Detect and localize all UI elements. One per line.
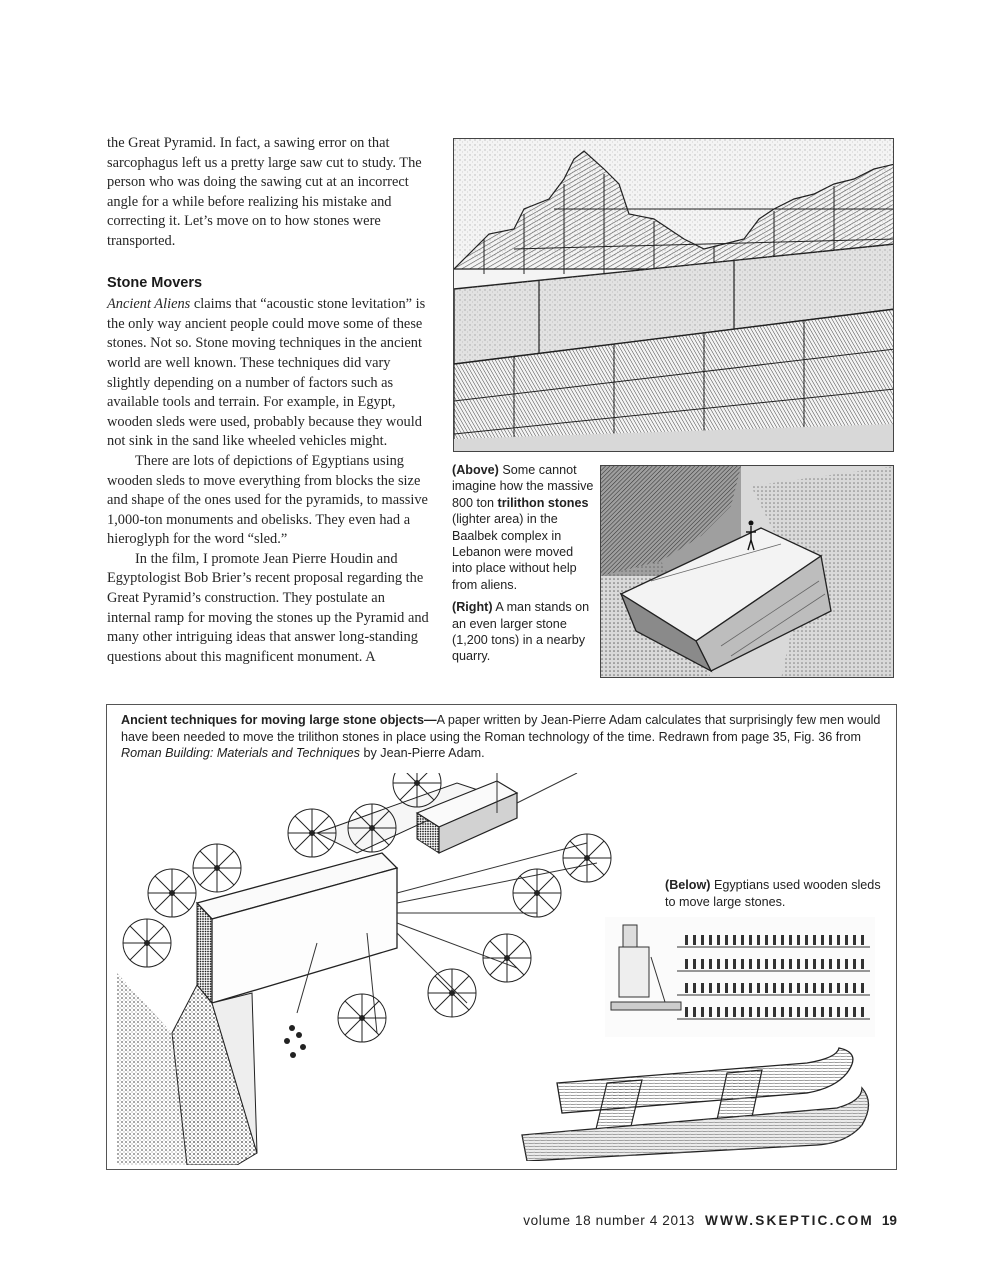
paragraph-stone-movers-text: claims that “acoustic stone levitation” …: [107, 296, 426, 450]
caption-right-label: (Right): [452, 600, 493, 615]
caption-above-text: Some cannot imagine how the massive 800 …: [452, 463, 594, 510]
caption-below: (Below) Egyptians used wooden sleds to m…: [665, 877, 885, 910]
caption-above-bold: trilithon stones: [497, 495, 589, 510]
figure-box-text-end: by Jean-Pierre Adam.: [359, 746, 485, 761]
paragraph-depictions: There are lots of depictions of Egyptian…: [107, 452, 428, 548]
book-title: Roman Building: Materials and Techniques: [121, 746, 360, 761]
wooden-sled-illustration: [517, 1043, 872, 1162]
body-text-column: the Great Pyramid. In fact, a sawing err…: [107, 134, 432, 667]
paragraph-film: In the film, I promote Jean Pierre Houdi…: [107, 550, 429, 665]
page-footer: volume 18 number 4 2013 WWW.SKEPTIC.COM 19: [523, 1213, 897, 1228]
quarry-stone-illustration: [600, 465, 894, 678]
baalbek-wall-illustration: [453, 138, 894, 452]
caption-below-text: Egyptians used wooden sleds to move larg…: [665, 878, 881, 909]
figure-box-text: A paper written by Jean-Pierre Adam calc…: [121, 713, 881, 744]
caption-below-label: (Below): [665, 878, 711, 892]
caption-above-text-end: (lighter area) in the Baalbek complex in…: [452, 512, 577, 592]
caption-above-label: (Above): [452, 463, 499, 477]
website-url: WWW.SKEPTIC.COM: [704, 1213, 874, 1228]
section-heading: Stone Movers: [107, 274, 203, 291]
caption-right: (Right) A man stands on an even larger s…: [452, 599, 594, 665]
figure-box-caption: Ancient techniques for moving large ston…: [121, 712, 883, 762]
egyptian-relief-illustration: [605, 917, 875, 1037]
page-number: 19: [881, 1213, 897, 1228]
caption-right-text: A man stands on an even larger stone (1,…: [452, 600, 590, 664]
capstan-hauling-illustration: [117, 758, 627, 1166]
show-title: Ancient Aliens: [107, 296, 191, 313]
stone-moving-figure-box: Ancient techniques for moving large ston…: [106, 704, 897, 1170]
issue-info: volume 18 number 4 2013: [523, 1213, 695, 1228]
figure-box-title: Ancient techniques for moving large ston…: [121, 713, 437, 727]
paragraph-continued: the Great Pyramid. In fact, a sawing err…: [107, 135, 422, 249]
photo-captions: (Above) Some cannot imagine how the mass…: [452, 462, 594, 671]
paragraph-stone-movers: Ancient Aliens claims that “acoustic sto…: [107, 295, 432, 452]
caption-above: (Above) Some cannot imagine how the mass…: [452, 462, 594, 593]
